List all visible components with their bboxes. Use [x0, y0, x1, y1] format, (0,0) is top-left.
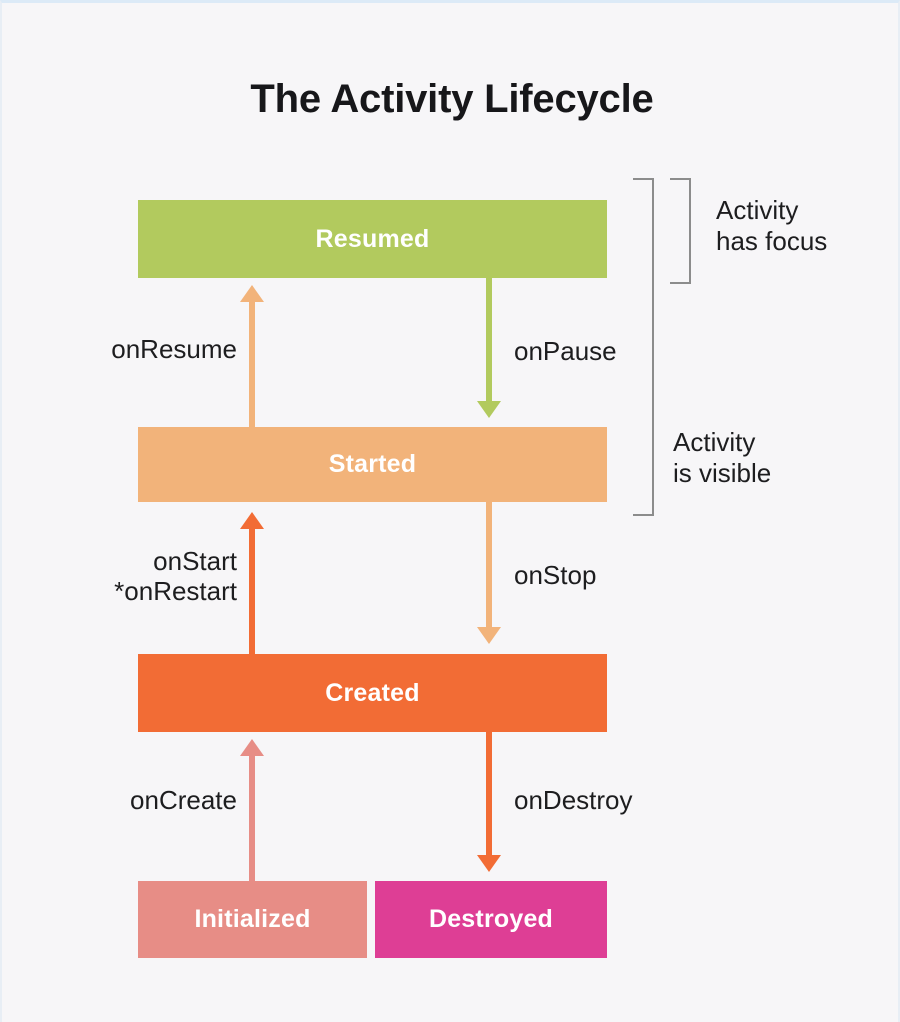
transition-label-onresume: onResume	[111, 334, 237, 364]
arrow-onstart-stem	[249, 527, 255, 654]
page-title: The Activity Lifecycle	[250, 77, 654, 121]
state-label-started: Started	[328, 450, 417, 478]
arrow-oncreate-head	[240, 739, 264, 756]
state-label-initialized: Initialized	[194, 905, 311, 933]
state-box-destroyed[interactable]: Destroyed	[375, 881, 607, 958]
state-box-initialized[interactable]: Initialized	[138, 881, 367, 958]
transition-label-oncreate: onCreate	[130, 785, 237, 815]
arrow-ondestroy-stem	[486, 732, 492, 857]
arrow-onresume-stem	[249, 300, 255, 427]
state-box-started[interactable]: Started	[138, 427, 607, 502]
scope-label-is-visible: Activity is visible	[673, 427, 772, 489]
arrow-onpause-head	[477, 401, 501, 418]
arrow-oncreate-stem	[249, 754, 255, 881]
scope-bracket-has-focus	[670, 178, 691, 284]
state-box-created[interactable]: Created	[138, 654, 607, 732]
arrow-onresume-head	[240, 285, 264, 302]
arrow-ondestroy-head	[477, 855, 501, 872]
arrow-onstop-head	[477, 627, 501, 644]
transition-label-onstop: onStop	[514, 560, 597, 590]
arrow-onstop-stem	[486, 502, 492, 628]
transition-label-onstart: onStart *onRestart	[114, 546, 237, 607]
state-label-resumed: Resumed	[315, 224, 430, 253]
scope-bracket-is-visible	[633, 178, 654, 516]
state-label-created: Created	[325, 678, 420, 707]
arrow-onstart-head	[240, 512, 264, 529]
transition-label-ondestroy: onDestroy	[514, 785, 633, 815]
arrow-onpause-stem	[486, 278, 492, 403]
state-label-destroyed: Destroyed	[428, 905, 554, 933]
state-box-resumed[interactable]: Resumed	[138, 200, 607, 278]
transition-label-onpause: onPause	[514, 336, 617, 366]
scope-label-has-focus: Activity has focus	[716, 195, 828, 257]
